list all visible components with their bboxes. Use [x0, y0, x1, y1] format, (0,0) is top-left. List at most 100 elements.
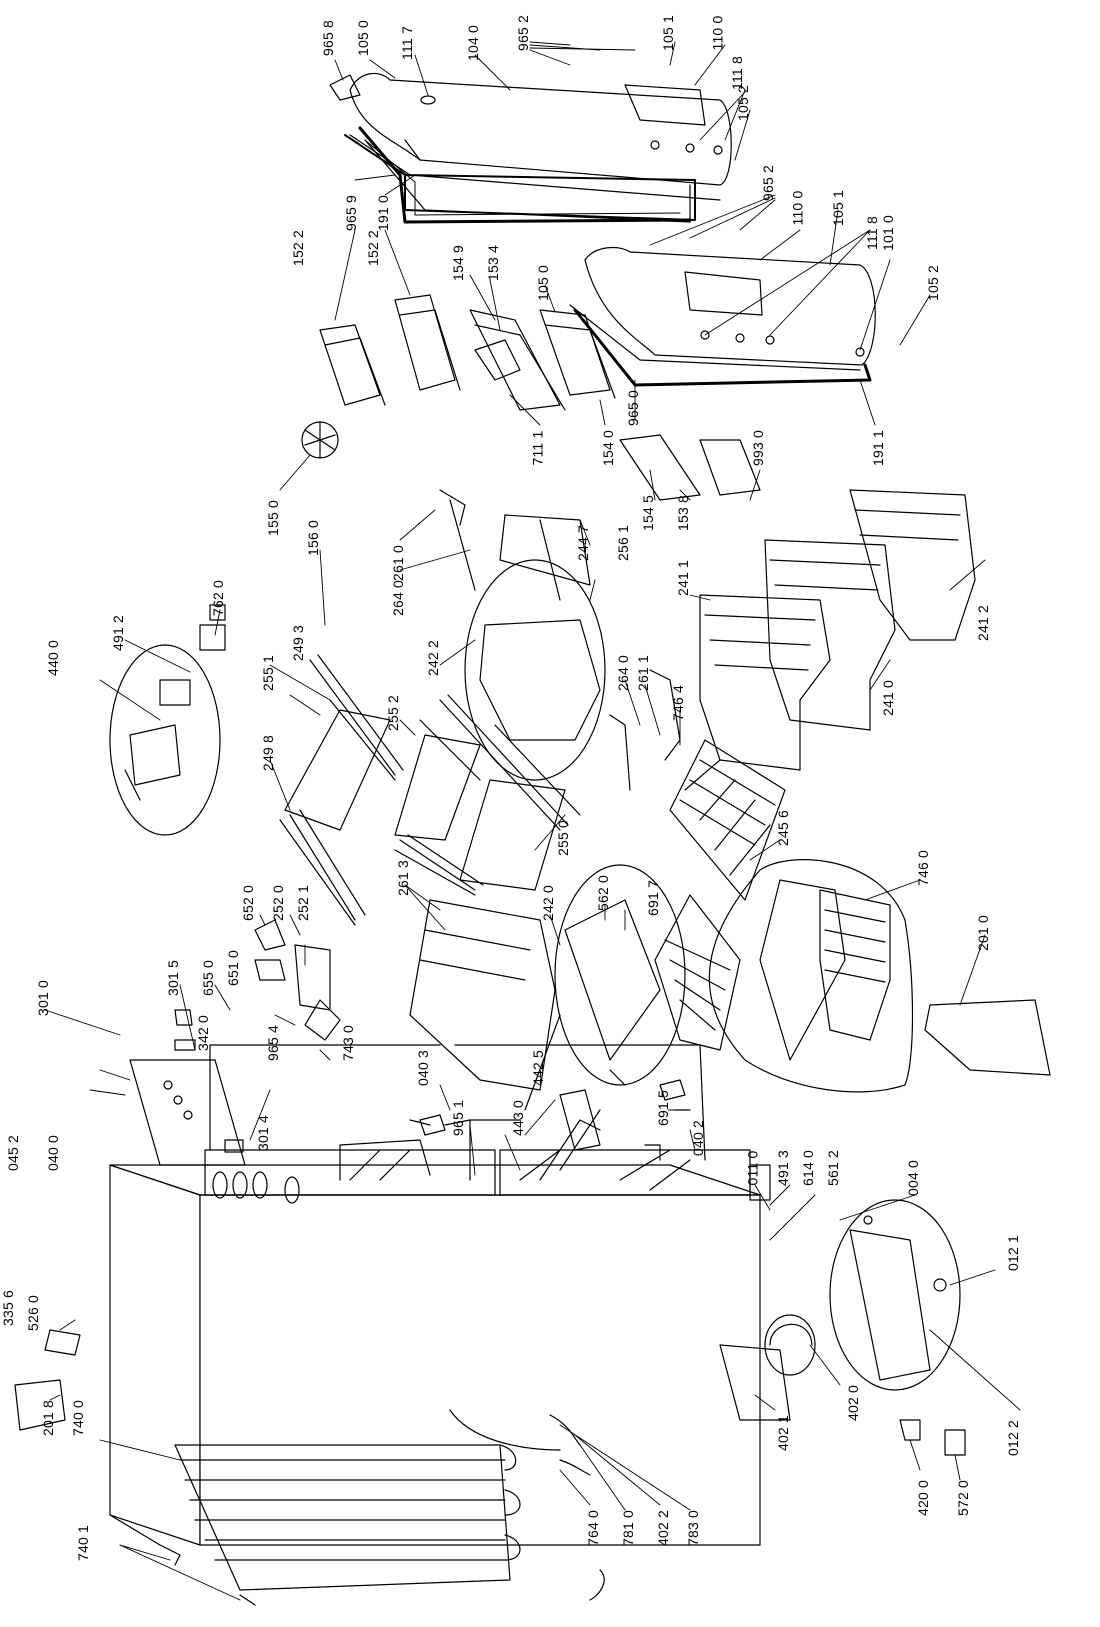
callout-965-0: 965 0: [625, 389, 642, 427]
callout-781-0: 781 0: [620, 1509, 637, 1547]
callout-191-1: 191 1: [870, 429, 887, 467]
cabinet-body: [109, 1044, 761, 1546]
callout-614-0: 614 0: [800, 1149, 817, 1187]
callout-241-2: 241 2: [975, 604, 992, 642]
callout-154-0: 154 0: [600, 429, 617, 467]
callout-111-7: 111 7: [398, 26, 415, 60]
callout-105-2-a: 105 2: [735, 84, 752, 122]
callout-191-0: 191 0: [375, 194, 392, 232]
callout-402-1: 402 1: [775, 1414, 792, 1452]
callout-249-8: 249 8: [260, 734, 277, 772]
callout-420-0: 420 0: [915, 1479, 932, 1517]
shelf-trims: [289, 489, 681, 921]
callout-261-1: 261 1: [635, 654, 652, 692]
callout-012-1: 012 1: [1005, 1234, 1022, 1272]
upper-door: [329, 72, 732, 224]
callout-201-0: 201 0: [975, 914, 992, 952]
callout-691-7: 691 7: [645, 879, 662, 917]
callout-153-8: 153 8: [675, 494, 692, 532]
callout-154-9: 154 9: [450, 244, 467, 282]
callout-402-2: 402 2: [655, 1509, 672, 1547]
callout-301-4: 301 4: [255, 1114, 272, 1152]
callout-740-0: 740 0: [70, 1399, 87, 1437]
callout-156-0: 156 0: [305, 519, 322, 557]
callout-252-1: 252 1: [295, 884, 312, 922]
callout-965-9: 965 9: [343, 194, 360, 232]
callout-443-0: 443 0: [510, 1099, 527, 1137]
callout-152-2-b: 152 2: [365, 229, 382, 267]
control-panel: [129, 1039, 246, 1166]
ice-cover-assembly: [109, 604, 226, 836]
callout-965-1: 965 1: [450, 1099, 467, 1137]
callout-651-0: 651 0: [225, 949, 242, 987]
callout-264-0-a: 264 0: [390, 579, 407, 617]
callout-764-0: 764 0: [585, 1509, 602, 1547]
callout-040-3: 040 3: [415, 1049, 432, 1087]
callout-011-0: 011 0: [744, 1150, 761, 1186]
callout-105-1-a: 105 1: [660, 14, 677, 52]
callout-491-2-a: 491 2: [110, 614, 127, 652]
callout-965-2-b: 965 2: [760, 164, 777, 202]
callout-153-4: 153 4: [485, 244, 502, 282]
callout-442-5: 442 5: [530, 1049, 547, 1087]
callout-264-0-b: 264 0: [615, 654, 632, 692]
callout-402-0: 402 0: [845, 1384, 862, 1422]
callout-040-0: 040 0: [45, 1134, 62, 1172]
callout-241-0: 241 0: [880, 679, 897, 717]
callout-256-1: 256 1: [615, 524, 632, 562]
callout-105-1-b: 105 1: [830, 189, 847, 227]
back-cover-assembly: [708, 859, 1051, 1093]
pipes: [449, 1409, 605, 1601]
callout-155-0: 155 0: [265, 499, 282, 537]
callout-245-6: 245 6: [775, 809, 792, 847]
evaporator-unit: [554, 864, 741, 1086]
lower-door: [569, 246, 876, 387]
callout-111-8-b: 111 8: [863, 216, 880, 250]
callout-652-0: 652 0: [240, 884, 257, 922]
callout-711-1: 711 1: [529, 430, 546, 466]
callout-301-5: 301 5: [165, 959, 182, 997]
callout-261-0-a: 261 0: [390, 544, 407, 582]
callout-746-0: 746 0: [915, 849, 932, 887]
callout-562-0: 562 0: [595, 874, 612, 912]
callout-261-3: 261 3: [395, 859, 412, 897]
callout-242-0: 242 0: [540, 884, 557, 922]
callout-255-2: 255 2: [385, 694, 402, 732]
callout-301-0: 301 0: [35, 979, 52, 1017]
callout-561-2: 561 2: [825, 1149, 842, 1187]
callout-242-2: 242 2: [425, 639, 442, 677]
callout-152-2-a: 152 2: [290, 229, 307, 267]
callout-104-0: 104 0: [465, 24, 482, 62]
callout-655-0: 655 0: [200, 959, 217, 997]
callout-244-7: 244 7: [575, 524, 592, 562]
callout-491-3: 491 3: [775, 1149, 792, 1187]
callout-040-2: 040 2: [690, 1119, 707, 1157]
callout-746-4: 746 4: [670, 684, 687, 722]
leader-lines: [44, 41, 1021, 1601]
callout-965-2-a: 965 2: [515, 14, 532, 52]
callout-965-4: 965 4: [265, 1024, 282, 1062]
callout-154-5: 154 5: [640, 494, 657, 532]
callout-342-0: 342 0: [195, 1014, 212, 1052]
callout-783-0: 783 0: [685, 1509, 702, 1547]
vegetable-bin: [464, 514, 606, 781]
door-bins: [319, 294, 616, 411]
callout-740-1: 740 1: [75, 1524, 92, 1562]
callout-249-3: 249 3: [290, 624, 307, 662]
callout-105-0-a: 105 0: [355, 19, 372, 57]
callout-004-0: 004 0: [905, 1159, 922, 1197]
callout-105-0-b: 105 0: [535, 264, 552, 302]
wire-shelf: [669, 739, 786, 901]
callout-965-8: 965 8: [320, 19, 337, 57]
callout-743-0: 743 0: [340, 1024, 357, 1062]
callout-572-0: 572 0: [955, 1479, 972, 1517]
callout-012-2: 012 2: [1005, 1419, 1022, 1457]
fan-grill: [301, 421, 339, 459]
callout-105-2-b: 105 2: [925, 264, 942, 302]
callout-255-1: 255 1: [260, 654, 277, 692]
callout-255-0: 255 0: [555, 819, 572, 857]
callout-691-5: 691 5: [655, 1089, 672, 1127]
callout-110-0-b: 110 0: [789, 190, 806, 226]
freezer-door-bins: [619, 434, 761, 501]
